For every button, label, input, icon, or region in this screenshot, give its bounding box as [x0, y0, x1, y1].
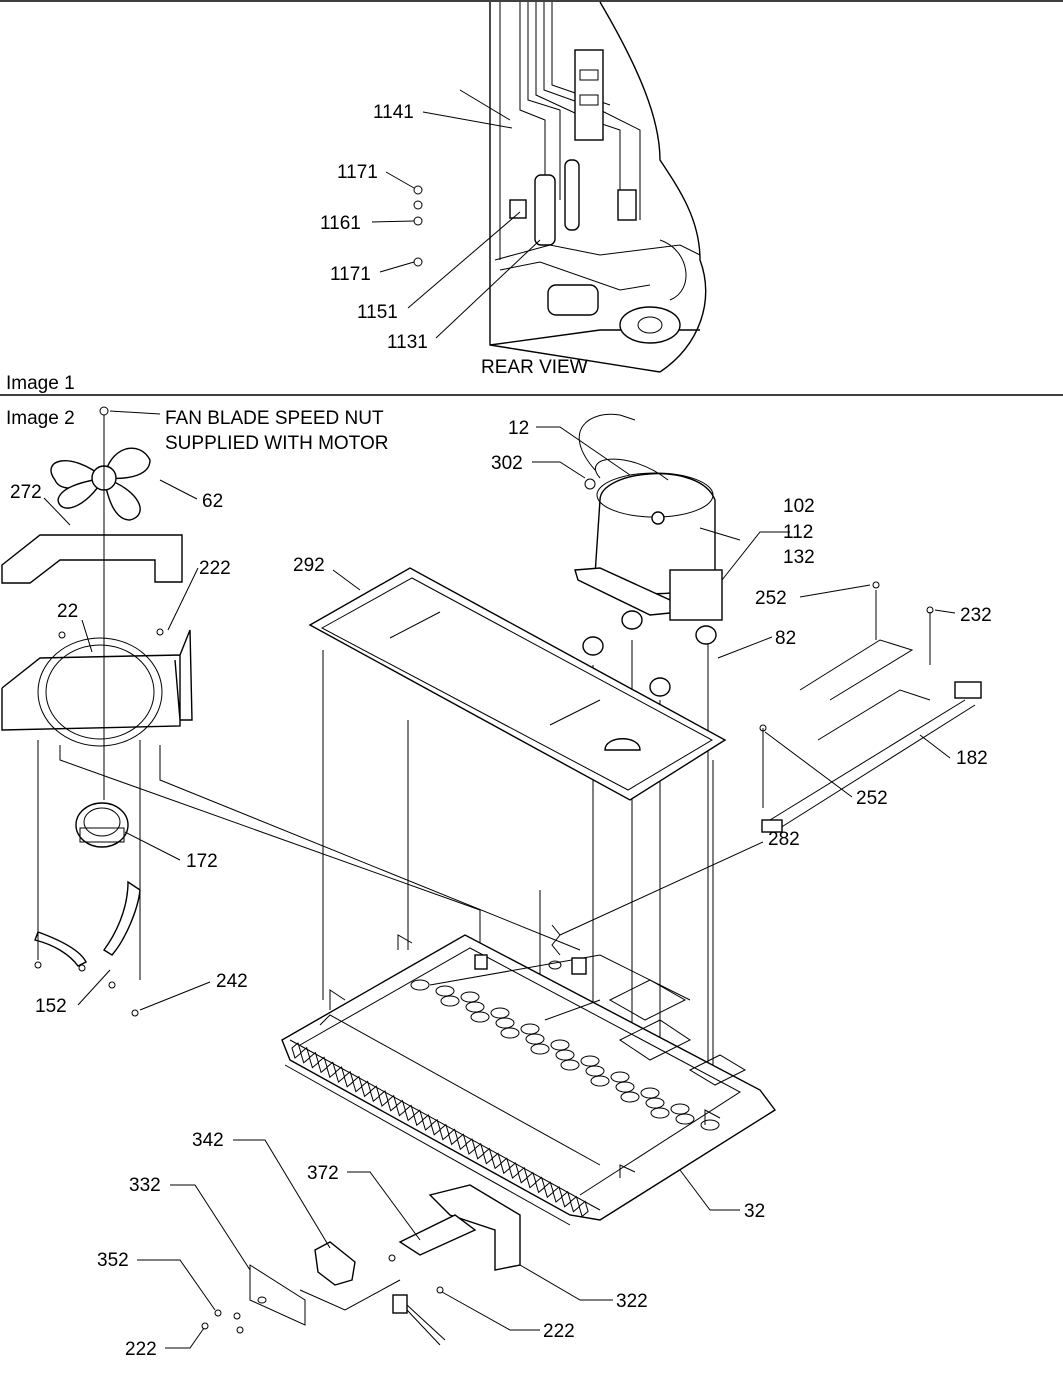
- callout-1141: 1141: [373, 102, 414, 123]
- callout-252-lower: 252: [856, 788, 888, 809]
- callout-1151: 1151: [357, 302, 398, 323]
- image-1-caption: Image 1: [6, 373, 75, 394]
- callout-222-top: 222: [199, 558, 231, 579]
- callout-372: 372: [307, 1163, 339, 1184]
- drain-pan: [308, 567, 727, 801]
- callout-1171-upper: 1171: [337, 162, 378, 183]
- callout-332: 332: [129, 1175, 161, 1196]
- callout-352: 352: [97, 1250, 129, 1271]
- callout-252-upper: 252: [755, 588, 787, 609]
- callout-342: 342: [192, 1130, 224, 1151]
- callout-62: 62: [202, 491, 223, 512]
- fan-blade-icon: [50, 447, 151, 521]
- callout-152: 152: [35, 996, 67, 1017]
- callout-302: 302: [491, 453, 523, 474]
- callout-172: 172: [186, 851, 218, 872]
- callout-292: 292: [293, 555, 325, 576]
- callout-112: 112: [783, 522, 813, 543]
- callout-222-bottom: 222: [125, 1339, 157, 1360]
- assembly-lines: [37, 415, 714, 1170]
- callout-32: 32: [744, 1201, 765, 1222]
- callout-12: 12: [508, 418, 529, 439]
- callout-232: 232: [960, 605, 992, 626]
- sensor-clip: [551, 924, 561, 956]
- wire-harness: [759, 581, 982, 833]
- image-2-leaders: [43, 426, 956, 1349]
- compressor-grommets: [582, 610, 717, 697]
- image-2-caption: Image 2: [6, 408, 75, 429]
- evaporator-coils: [410, 979, 720, 1131]
- callout-1131: 1131: [387, 332, 428, 353]
- fan-motor: [75, 802, 129, 848]
- callout-272: 272: [10, 482, 42, 503]
- callout-102: 102: [783, 496, 815, 517]
- fan-nut-note-line2: SUPPLIED WITH MOTOR: [165, 433, 388, 454]
- motor-bracket-left: [34, 931, 87, 967]
- callout-1171-lower: 1171: [330, 264, 371, 285]
- callout-22: 22: [57, 601, 78, 622]
- callout-282: 282: [768, 829, 800, 850]
- callout-82: 82: [775, 628, 796, 649]
- callout-1161: 1161: [320, 213, 361, 234]
- compressor: [574, 413, 741, 621]
- callout-322: 322: [616, 1291, 648, 1312]
- speed-nut-icon: [99, 406, 109, 416]
- defrost-control-assembly: [201, 1184, 521, 1346]
- evaporator-fan-bracket: [1, 628, 193, 747]
- callout-132: 132: [783, 547, 815, 568]
- rear-view-illustration: [413, 1, 707, 373]
- motor-bracket-right: [102, 880, 141, 956]
- rear-view-leaders: [371, 111, 541, 339]
- callout-182: 182: [956, 748, 988, 769]
- evaporator-fins: [291, 1042, 589, 1218]
- rear-view-label: REAR VIEW: [481, 357, 588, 378]
- callout-222-middle: 222: [543, 1321, 575, 1342]
- fan-shroud-cover: [1, 534, 183, 584]
- fan-nut-note-line1: FAN BLADE SPEED NUT: [165, 408, 384, 429]
- callout-242: 242: [216, 971, 248, 992]
